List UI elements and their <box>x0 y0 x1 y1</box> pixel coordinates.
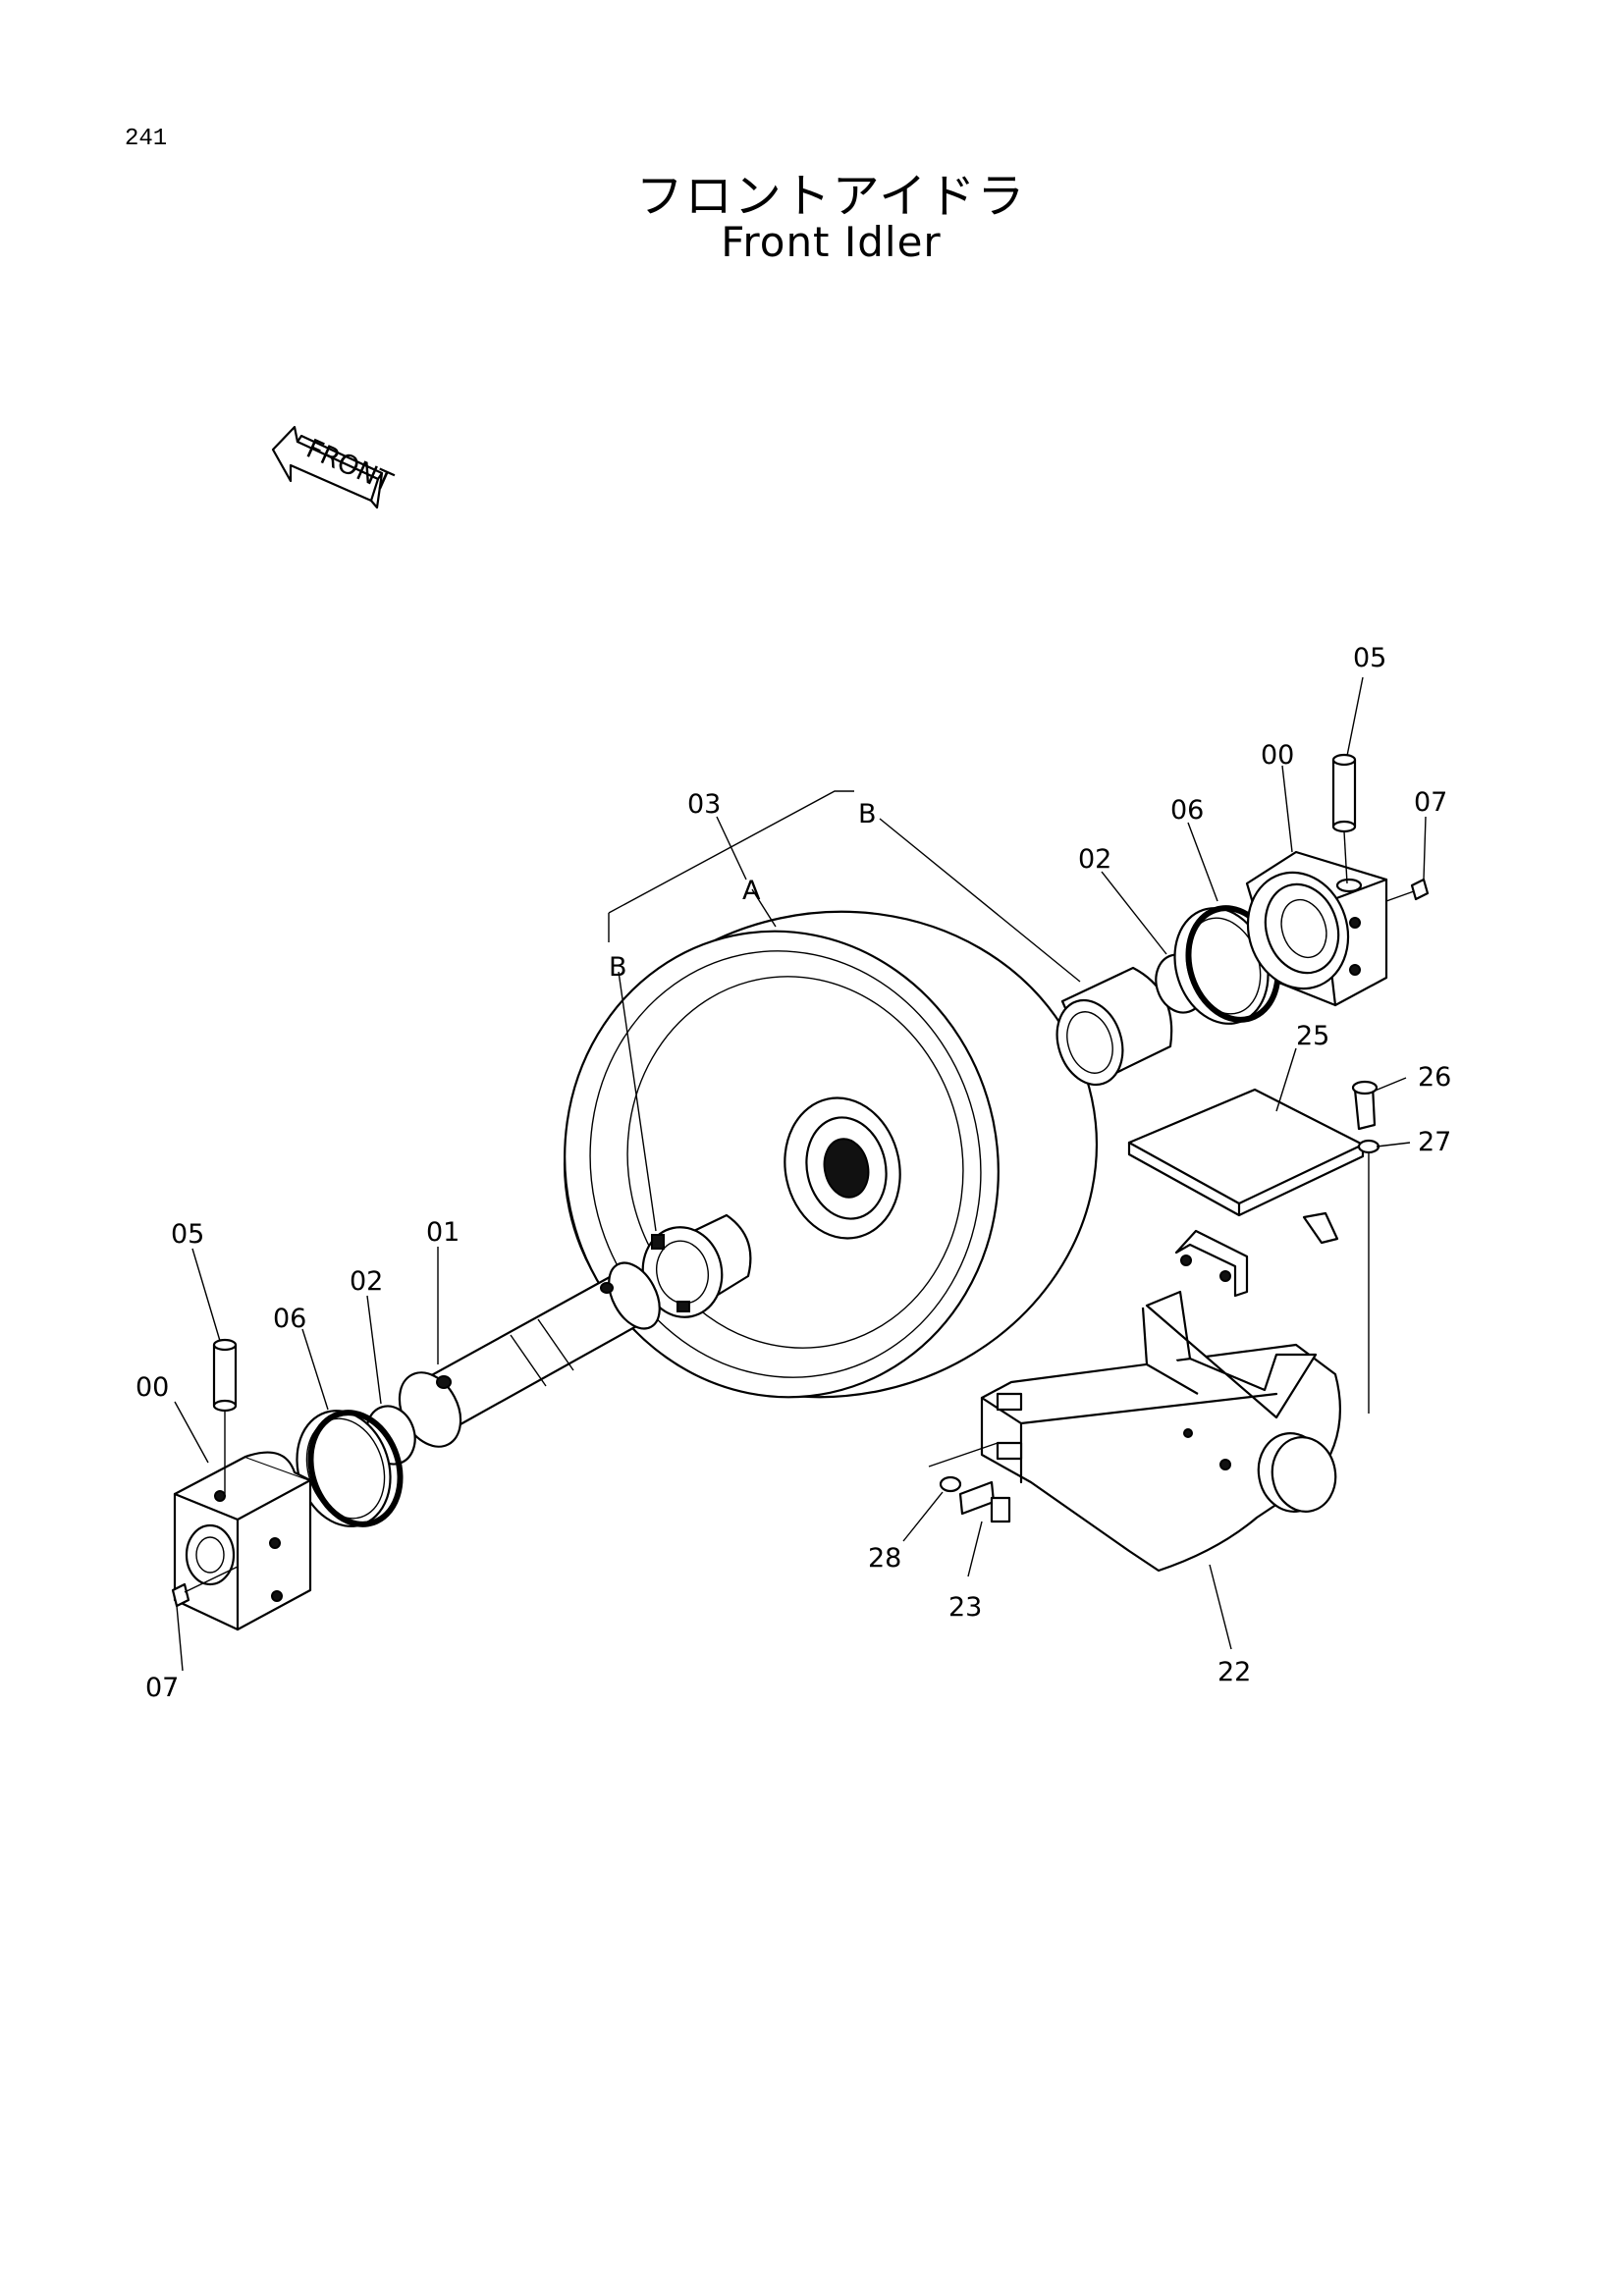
label-05-right: 05 <box>1353 643 1386 673</box>
left-plug <box>171 1566 239 1608</box>
label-22: 22 <box>1217 1657 1251 1687</box>
right-bushing <box>1055 966 1173 1087</box>
label-25: 25 <box>1296 1021 1329 1051</box>
assembly-bracket-lines <box>608 790 1081 1232</box>
label-03: 03 <box>687 789 721 820</box>
bolt-26 <box>1351 1080 1379 1131</box>
label-00-left: 00 <box>135 1372 169 1403</box>
right-pin <box>1331 753 1357 884</box>
front-direction-arrow: FRONT <box>271 425 398 509</box>
left-support-block <box>173 1451 312 1631</box>
idler-shaft <box>398 1261 661 1448</box>
leader-lines <box>174 676 1427 1672</box>
label-26: 26 <box>1418 1062 1451 1093</box>
cover-plate <box>1127 1088 1365 1298</box>
label-00-right: 00 <box>1261 740 1294 771</box>
label-28: 28 <box>868 1543 901 1574</box>
idler-yoke <box>980 1290 1341 1573</box>
left-pin <box>212 1338 238 1494</box>
bolt-23 <box>958 1480 1011 1523</box>
page-number: 241 <box>125 126 168 152</box>
label-A: A <box>742 876 761 906</box>
label-06-right: 06 <box>1170 795 1204 826</box>
left-seal <box>296 1410 404 1527</box>
label-27: 27 <box>1418 1127 1451 1157</box>
right-support-block <box>1245 850 1388 1007</box>
washer-28 <box>928 1442 999 1493</box>
right-plug <box>1385 878 1430 902</box>
label-07-left: 07 <box>145 1673 179 1703</box>
label-02-right: 02 <box>1078 844 1111 875</box>
label-07-right: 07 <box>1414 787 1447 818</box>
label-23: 23 <box>948 1592 982 1623</box>
left-bushing <box>641 1213 752 1318</box>
label-B-left: B <box>609 952 627 983</box>
part-labels: 05 00 07 06 02 03 A B B 25 26 27 05 01 0… <box>135 643 1451 1703</box>
page-title-japanese: フロントアイドラ <box>635 169 1027 224</box>
label-B-top: B <box>858 799 877 829</box>
label-01: 01 <box>426 1217 460 1248</box>
idler-wheel <box>563 910 1099 1399</box>
washer-27 <box>1357 1139 1380 1414</box>
label-02-left: 02 <box>350 1266 383 1297</box>
label-05-left: 05 <box>171 1219 204 1250</box>
label-06-left: 06 <box>273 1304 306 1334</box>
page-title-english: Front Idler <box>721 218 942 266</box>
